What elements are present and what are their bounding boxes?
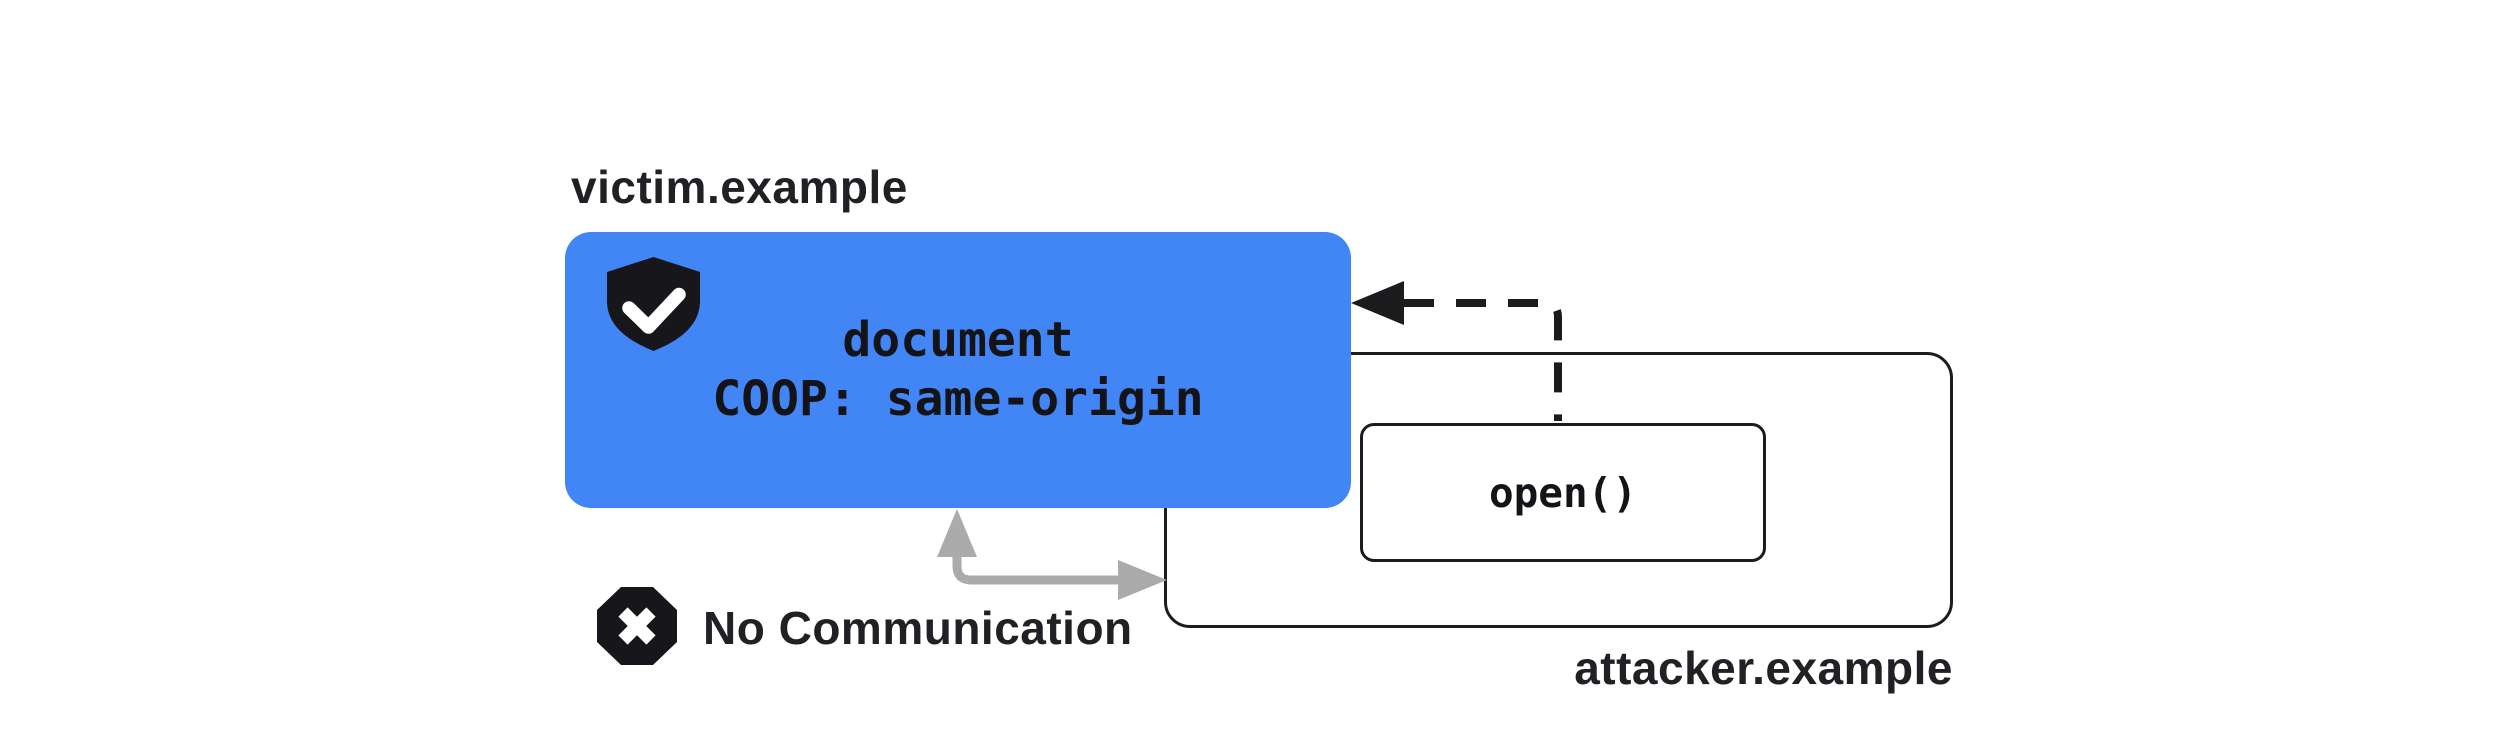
open-call-box: open()	[1360, 423, 1766, 562]
no-communication-label: No Communication	[703, 602, 1133, 654]
x-octagon-icon	[597, 587, 677, 665]
open-call-label: open()	[1488, 468, 1638, 517]
victim-box-line2: COOP: same-origin	[712, 371, 1204, 427]
attacker-domain-label: attacker.example	[1574, 642, 1953, 694]
victim-document-box: document COOP: same-origin	[565, 232, 1351, 508]
gray-elbow-double-arrow-icon	[937, 509, 1167, 600]
shield-check-icon	[607, 257, 700, 351]
victim-box-line1: document	[842, 312, 1074, 368]
victim-domain-label: victim.example	[571, 161, 908, 213]
